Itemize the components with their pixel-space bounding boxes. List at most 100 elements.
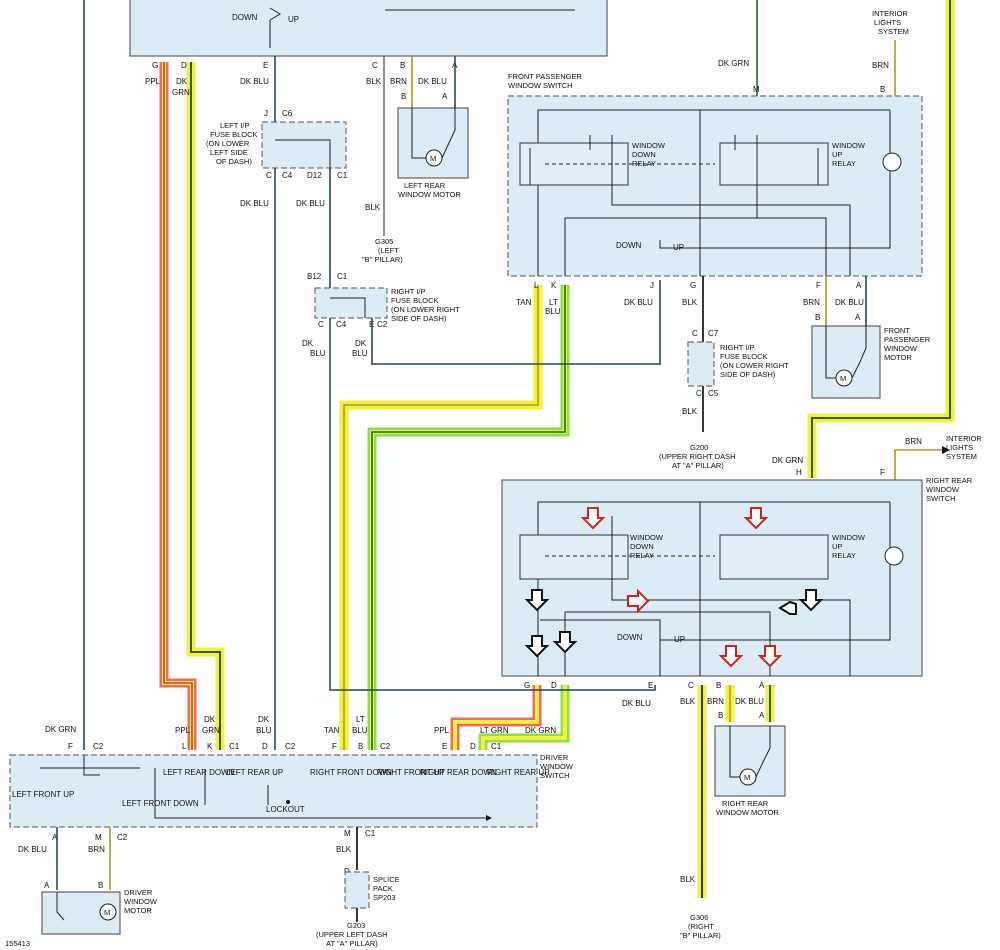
svg-text:LEFT SIDE: LEFT SIDE <box>210 148 248 157</box>
svg-text:LIGHTS: LIGHTS <box>946 443 973 452</box>
svg-text:AT "A" PILLAR): AT "A" PILLAR) <box>326 939 378 948</box>
svg-text:BLU: BLU <box>352 349 368 358</box>
svg-text:A: A <box>44 881 50 890</box>
svg-text:A: A <box>442 92 448 101</box>
svg-text:M: M <box>753 85 760 94</box>
svg-text:GRN: GRN <box>202 726 220 735</box>
svg-text:LEFT REAR UP: LEFT REAR UP <box>226 768 283 777</box>
svg-text:RIGHT REAR: RIGHT REAR <box>926 476 973 485</box>
svg-text:G306: G306 <box>690 913 708 922</box>
svg-text:RIGHT REAR DOWN: RIGHT REAR DOWN <box>420 768 497 777</box>
driver-window-motor: M <box>41 891 121 935</box>
svg-text:C2: C2 <box>93 742 104 751</box>
svg-text:DK: DK <box>302 339 314 348</box>
svg-text:G203: G203 <box>347 921 365 930</box>
svg-text:MOTOR: MOTOR <box>124 906 152 915</box>
svg-text:BRN: BRN <box>707 697 724 706</box>
svg-text:G: G <box>152 61 158 70</box>
svg-text:B: B <box>716 681 721 690</box>
svg-text:WINDOW: WINDOW <box>926 485 960 494</box>
svg-text:J: J <box>650 281 654 290</box>
svg-text:DOWN: DOWN <box>616 241 642 250</box>
svg-text:FUSE BLOCK: FUSE BLOCK <box>391 296 439 305</box>
svg-text:BRN: BRN <box>905 437 922 446</box>
svg-text:D: D <box>181 61 187 70</box>
svg-text:C2: C2 <box>380 742 391 751</box>
current-flow-arrows <box>524 507 824 668</box>
svg-text:M: M <box>430 154 436 163</box>
splice-pack-sp203: SPLICE PACK SP203 <box>344 871 400 922</box>
svg-text:LEFT REAR: LEFT REAR <box>404 181 446 190</box>
svg-text:DK GRN: DK GRN <box>718 59 749 68</box>
svg-text:WINDOW: WINDOW <box>630 533 664 542</box>
svg-text:SIDE OF DASH): SIDE OF DASH) <box>720 370 776 379</box>
svg-text:C: C <box>266 171 272 180</box>
svg-text:C1: C1 <box>491 742 502 751</box>
svg-text:DK BLU: DK BLU <box>835 298 864 307</box>
svg-text:C: C <box>688 681 694 690</box>
svg-text:RIGHT REAR UP: RIGHT REAR UP <box>487 768 550 777</box>
svg-text:FUSE BLOCK: FUSE BLOCK <box>720 352 768 361</box>
svg-text:LT: LT <box>549 298 558 307</box>
svg-text:C4: C4 <box>282 171 293 180</box>
svg-text:F: F <box>816 281 821 290</box>
svg-text:M: M <box>104 908 110 917</box>
svg-text:WINDOW: WINDOW <box>540 762 574 771</box>
svg-text:LEFT FRONT UP: LEFT FRONT UP <box>12 790 74 799</box>
svg-text:RELAY: RELAY <box>630 551 654 560</box>
svg-text:BLK: BLK <box>680 875 696 884</box>
svg-text:SYSTEM: SYSTEM <box>878 27 909 36</box>
svg-text:D: D <box>470 742 476 751</box>
svg-text:RELAY: RELAY <box>832 551 856 560</box>
svg-text:M: M <box>840 374 846 383</box>
svg-text:PASSENGER: PASSENGER <box>884 335 931 344</box>
svg-text:UP: UP <box>674 635 685 644</box>
svg-text:WINDOW MOTOR: WINDOW MOTOR <box>716 808 779 817</box>
svg-text:UP: UP <box>832 542 842 551</box>
svg-text:C6: C6 <box>282 109 293 118</box>
svg-text:SPLICE: SPLICE <box>373 875 400 884</box>
svg-text:C: C <box>692 329 698 338</box>
svg-text:LOCKOUT: LOCKOUT <box>266 805 305 814</box>
svg-text:WINDOW: WINDOW <box>832 141 866 150</box>
svg-text:GRN: GRN <box>172 88 190 97</box>
svg-text:RIGHT FRONT UP: RIGHT FRONT UP <box>377 768 445 777</box>
svg-text:(ON LOWER RIGHT: (ON LOWER RIGHT <box>720 361 789 370</box>
svg-text:C7: C7 <box>708 329 719 338</box>
svg-text:M: M <box>744 773 750 782</box>
svg-text:DRIVER: DRIVER <box>540 753 569 762</box>
svg-text:LIGHTS: LIGHTS <box>874 18 901 27</box>
svg-text:L: L <box>182 742 187 751</box>
svg-text:INTERIOR: INTERIOR <box>872 9 908 18</box>
svg-text:C2: C2 <box>117 833 128 842</box>
svg-text:WINDOW: WINDOW <box>632 141 666 150</box>
svg-text:B: B <box>880 85 885 94</box>
svg-text:B: B <box>401 92 406 101</box>
svg-text:F: F <box>68 742 73 751</box>
svg-text:DK BLU: DK BLU <box>735 697 764 706</box>
svg-text:TAN: TAN <box>324 726 340 735</box>
svg-text:RIGHT FRONT DOWN: RIGHT FRONT DOWN <box>310 768 392 777</box>
top-up-label: UP <box>288 15 299 24</box>
svg-text:LT: LT <box>356 715 365 724</box>
svg-text:A: A <box>52 833 58 842</box>
svg-text:C5: C5 <box>708 389 719 398</box>
svg-text:DOWN: DOWN <box>630 542 654 551</box>
svg-text:PPL: PPL <box>175 726 191 735</box>
svg-text:BLK: BLK <box>682 407 698 416</box>
svg-text:E: E <box>263 61 268 70</box>
svg-text:C: C <box>372 61 378 70</box>
wire-label-dk-grn-top: DK <box>176 77 188 86</box>
svg-text:(UPPER RIGHT DASH: (UPPER RIGHT DASH <box>659 452 736 461</box>
svg-text:BRN: BRN <box>88 845 105 854</box>
svg-text:FRONT PASSENGER: FRONT PASSENGER <box>508 72 582 81</box>
svg-text:BLU: BLU <box>545 307 561 316</box>
svg-text:G: G <box>524 681 530 690</box>
svg-text:SWITCH: SWITCH <box>926 494 956 503</box>
svg-text:E: E <box>442 742 447 751</box>
svg-text:INTERIOR: INTERIOR <box>946 434 982 443</box>
svg-text:E: E <box>648 681 653 690</box>
